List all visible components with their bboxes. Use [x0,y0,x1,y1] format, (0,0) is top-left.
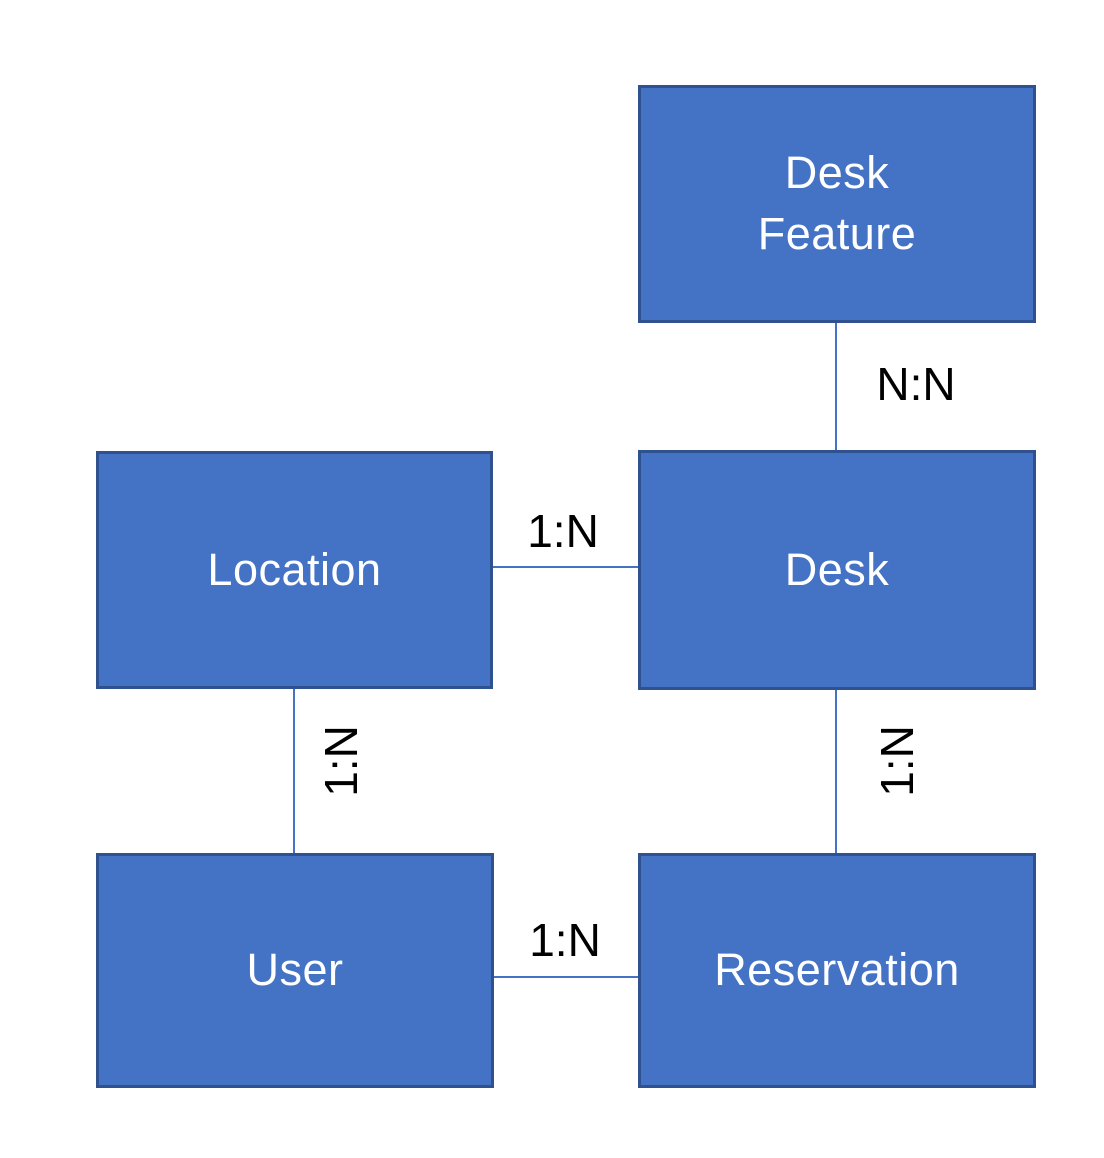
cardinality-label-user-reservation: 1:N [529,914,601,966]
entity-desk-feature-label: Desk Feature [757,147,917,259]
connector-location-user [293,689,295,854]
connector-user-reservation [492,976,638,978]
cardinality-label-desk-feature-desk: N:N [876,358,956,410]
entity-reservation: Reservation [638,853,1036,1088]
entity-desk-label: Desk [784,543,890,595]
entity-user-label: User [246,944,344,996]
entity-desk: Desk [638,450,1036,690]
connector-desk-reservation [835,690,837,854]
cardinality-label-location-user: 1:N [315,725,367,797]
cardinality-label-location-desk: 1:N [527,505,599,557]
entity-reservation-label: Reservation [714,944,960,996]
connector-desk-feature-desk [835,323,837,451]
entity-location-label: Location [207,543,382,595]
entity-user: User [96,853,494,1088]
entity-desk-feature: Desk Feature [638,85,1036,323]
connector-location-desk [492,566,638,568]
cardinality-label-desk-reservation: 1:N [871,725,923,797]
entity-location: Location [96,451,493,689]
